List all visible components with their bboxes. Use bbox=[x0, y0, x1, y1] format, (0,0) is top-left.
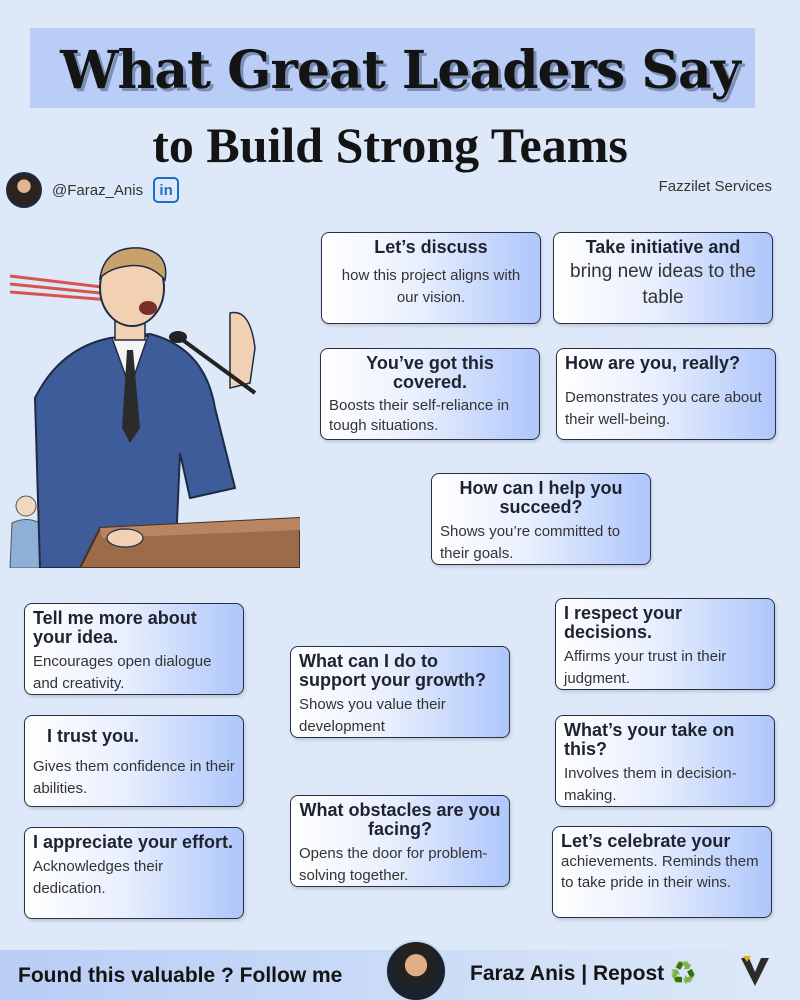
card-description: Shows you value their development bbox=[299, 696, 446, 735]
card-description: Acknowledges their dedication. bbox=[33, 858, 164, 897]
card-description: Encourages open dialogue and creativity. bbox=[33, 653, 212, 692]
author-row: @Faraz_Anis in bbox=[6, 170, 180, 210]
card-heading: Take initiative and bbox=[585, 237, 741, 257]
card-heading: How can I help you succeed? bbox=[459, 478, 623, 517]
card-heading: You’ve got this covered. bbox=[366, 353, 494, 392]
card-heading: I trust you. bbox=[47, 726, 140, 746]
card-description: Opens the door for problem-solving toget… bbox=[299, 845, 488, 884]
card-description: Involves them in decision-making. bbox=[564, 765, 737, 804]
card-lets-discuss: Let’s discuss how this project aligns wi… bbox=[321, 232, 541, 324]
card-respect-decisions: I respect your decisions. Affirms your t… bbox=[555, 598, 775, 690]
card-celebrate: Let’s celebrate your achievements. Remin… bbox=[552, 826, 772, 918]
card-appreciate-effort: I appreciate your effort. Acknowledges t… bbox=[24, 827, 244, 919]
author-handle[interactable]: @Faraz_Anis bbox=[52, 181, 144, 199]
card-description: Gives them confidence in their abilities… bbox=[33, 758, 235, 797]
card-description: achievements. Reminds them to take pride… bbox=[561, 853, 759, 891]
audience-figure bbox=[9, 495, 43, 568]
page-title: What Great Leaders Say bbox=[60, 40, 741, 101]
card-description: Affirms your trust in their judgment. bbox=[564, 648, 727, 687]
card-heading: I respect your decisions. bbox=[564, 603, 683, 642]
card-support-growth: What can I do to support your growth? Sh… bbox=[290, 646, 510, 738]
card-heading: I appreciate your effort. bbox=[33, 832, 234, 852]
card-description: Boosts their self-reliance in tough situ… bbox=[329, 397, 510, 434]
card-heading: Let’s celebrate your bbox=[561, 831, 731, 851]
title-highlight-band bbox=[30, 28, 755, 108]
card-description: Demonstrates you care about their well-b… bbox=[565, 389, 762, 428]
card-obstacles: What obstacles are you facing? Opens the… bbox=[290, 795, 510, 887]
page-subtitle: to Build Strong Teams bbox=[152, 117, 628, 173]
card-heading: Tell me more about your idea. bbox=[33, 608, 197, 647]
brand-logo-icon bbox=[741, 956, 769, 986]
author-avatar bbox=[6, 172, 42, 208]
card-heading: What can I do to support your growth? bbox=[299, 651, 486, 690]
linkedin-icon[interactable]: in bbox=[153, 177, 180, 203]
card-heading: What’s your take on this? bbox=[564, 720, 735, 759]
card-description: how this project aligns with our vision. bbox=[341, 267, 521, 306]
card-tell-me-more: Tell me more about your idea. Encourages… bbox=[24, 603, 244, 695]
brand-label: Fazzilet Services bbox=[658, 178, 772, 195]
card-help-you-succeed: How can I help you succeed? Shows you’re… bbox=[431, 473, 651, 565]
follow-cta[interactable]: Found this valuable ? Follow me bbox=[18, 964, 343, 987]
author-signature: Faraz Anis | Repost ♻️ bbox=[470, 962, 697, 985]
card-heading: How are you, really? bbox=[565, 353, 741, 373]
card-description: bring new ideas to the table bbox=[570, 261, 756, 308]
card-youve-got-this: You’ve got this covered. Boosts their se… bbox=[320, 348, 540, 440]
card-i-trust-you: I trust you. Gives them confidence in th… bbox=[24, 715, 244, 807]
card-heading: Let’s discuss bbox=[374, 237, 488, 257]
author-photo bbox=[385, 940, 447, 1000]
card-description: Shows you’re committed to their goals. bbox=[440, 523, 621, 562]
speaker-illustration bbox=[9, 247, 300, 568]
speech-lines bbox=[9, 274, 111, 302]
card-whats-your-take: What’s your take on this? Involves them … bbox=[555, 715, 775, 807]
card-heading: What obstacles are you facing? bbox=[299, 800, 501, 839]
card-how-are-you: How are you, really? Demonstrates you ca… bbox=[556, 348, 776, 440]
card-take-initiative: Take initiative and bring new ideas to t… bbox=[553, 232, 773, 324]
